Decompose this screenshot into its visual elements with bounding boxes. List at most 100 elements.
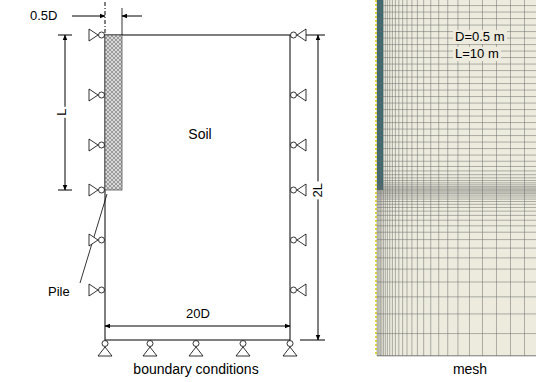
mesh-line xyxy=(377,199,536,200)
roller-support xyxy=(89,184,98,196)
pin-support xyxy=(236,347,250,356)
mesh-line xyxy=(377,122,536,123)
mesh-line xyxy=(377,166,536,167)
mesh-line xyxy=(377,201,536,202)
mesh-line xyxy=(377,193,536,194)
mesh-line xyxy=(377,129,536,130)
leader-line xyxy=(80,194,107,283)
pin-support xyxy=(283,347,297,356)
dimension-arrow xyxy=(122,16,142,17)
mesh-line xyxy=(377,215,536,216)
parameter-label: D=0.5 m xyxy=(453,30,507,44)
roller-support xyxy=(99,237,105,243)
mesh-line xyxy=(377,77,536,78)
roller-support xyxy=(297,139,306,151)
roller-support xyxy=(297,184,306,196)
roller-support xyxy=(291,187,297,193)
dimension-tick xyxy=(300,340,325,341)
roller-support xyxy=(297,234,306,246)
roller-support xyxy=(297,284,306,296)
dimension-tick xyxy=(58,35,72,36)
roller-support xyxy=(297,89,306,101)
roller-support xyxy=(291,142,297,148)
mesh-line xyxy=(377,18,536,19)
roller-support xyxy=(99,187,105,193)
mesh-line xyxy=(377,355,536,356)
mesh-line xyxy=(377,148,536,149)
mesh-line xyxy=(377,232,536,233)
mesh-line xyxy=(377,103,536,104)
mesh-line xyxy=(377,220,536,221)
mesh-line xyxy=(377,282,536,283)
mesh-line xyxy=(377,204,536,205)
symmetry-axis xyxy=(375,0,377,356)
pin-support xyxy=(98,347,112,356)
mesh-line xyxy=(377,83,536,84)
mesh-line xyxy=(377,135,536,136)
parameter-label: L=10 m xyxy=(453,47,501,61)
mesh-line xyxy=(377,207,536,208)
mesh-line xyxy=(377,333,536,334)
roller-support xyxy=(291,287,297,293)
mesh-line xyxy=(377,161,536,162)
dimension-tick xyxy=(58,190,72,191)
mesh-line xyxy=(377,195,536,196)
soil-domain xyxy=(105,35,290,340)
dimension-label: 2L xyxy=(311,181,325,199)
mesh-line xyxy=(377,248,536,249)
roller-support xyxy=(297,29,306,41)
mesh-line xyxy=(377,174,536,175)
panel-caption: mesh xyxy=(453,362,487,377)
roller-support xyxy=(291,92,297,98)
region-name: Soil xyxy=(188,127,211,142)
panel-caption: boundary conditions xyxy=(133,362,258,377)
mesh-line xyxy=(377,180,536,181)
roller-support xyxy=(89,89,98,101)
mesh-line xyxy=(377,70,536,71)
mesh-line xyxy=(377,192,536,193)
mesh-line xyxy=(377,182,536,183)
roller-support xyxy=(89,234,98,246)
mesh-line xyxy=(377,190,536,191)
pin-support xyxy=(189,347,203,356)
mesh-line xyxy=(377,225,536,226)
mesh-line xyxy=(377,177,536,178)
mesh-line xyxy=(377,12,536,13)
roller-support xyxy=(99,32,105,38)
mesh-line xyxy=(377,191,536,192)
mesh-line xyxy=(377,116,536,117)
pin-support xyxy=(240,341,246,347)
mesh-line xyxy=(377,187,536,188)
mesh-line xyxy=(377,211,536,212)
mesh-line xyxy=(377,170,536,171)
dimension-label: L xyxy=(56,106,70,117)
roller-support xyxy=(89,284,98,296)
mesh-figure xyxy=(376,0,536,356)
roller-support xyxy=(99,287,105,293)
roller-support xyxy=(99,142,105,148)
mesh-line xyxy=(377,189,536,190)
mesh-line xyxy=(377,25,536,26)
mesh-line xyxy=(377,356,536,357)
part-name: Pile xyxy=(48,285,70,299)
dimension-label: 20D xyxy=(186,307,210,321)
dimension-line xyxy=(105,326,290,327)
mesh-line xyxy=(377,296,536,297)
roller-support xyxy=(291,32,297,38)
pin-support xyxy=(143,347,157,356)
mesh-ground xyxy=(377,0,536,356)
roller-support xyxy=(291,237,297,243)
dimension-label: 0.5D xyxy=(30,9,57,23)
mesh-line xyxy=(377,96,536,97)
extension-line xyxy=(122,8,123,35)
mesh-line xyxy=(377,257,536,258)
mesh-line xyxy=(377,5,536,6)
roller-support xyxy=(89,29,98,41)
mesh-line xyxy=(377,64,536,65)
mesh-line xyxy=(377,90,536,91)
pin-support xyxy=(193,341,199,347)
mesh-line xyxy=(377,155,536,156)
mesh-line xyxy=(377,269,536,270)
mesh-line xyxy=(377,184,536,185)
pin-support xyxy=(147,341,153,347)
